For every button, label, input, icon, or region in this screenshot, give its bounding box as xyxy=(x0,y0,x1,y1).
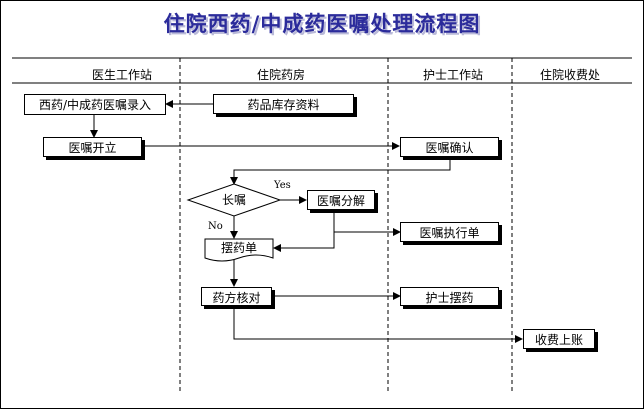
billing-box: 收费上账 xyxy=(523,329,595,349)
long-order-label: 长嘱 xyxy=(221,193,246,207)
title-shadow: 住院西药/中成药医嘱处理流程图 xyxy=(165,13,483,38)
order-confirm-box: 医嘱确认 xyxy=(400,137,499,157)
lane-billing-office: 住院收费处 xyxy=(539,68,600,82)
dispense-list-shape xyxy=(204,238,274,262)
yes-label: Yes xyxy=(274,180,291,191)
lane-nurse-station: 护士工作站 xyxy=(422,68,483,82)
arrow-split-to-dispense-list xyxy=(273,210,335,252)
order-split-box: 医嘱分解 xyxy=(307,190,375,210)
nurse-dispense-box: 护士摆药 xyxy=(400,287,499,306)
lane-doctor-station: 医生工作站 xyxy=(91,68,152,82)
arrow-check-to-billing xyxy=(233,306,523,343)
no-label: No xyxy=(208,221,223,232)
prescription-check-box: 药方核对 xyxy=(201,287,272,306)
order-issue-box: 医嘱开立 xyxy=(43,137,142,157)
order-entry-box: 西药/中成药医嘱录入 xyxy=(24,94,166,115)
exec-sheet-box: 医嘱执行单 xyxy=(400,222,499,242)
dispense-list-label: 摆药单 xyxy=(220,241,257,255)
arrow-confirm-to-long-order xyxy=(230,157,451,185)
decision-diamond-shape xyxy=(186,183,282,217)
inventory-box: 药品库存资料 xyxy=(213,94,354,114)
diagram-title: 住院西药/中成药医嘱处理流程图 xyxy=(163,11,481,36)
lane-inpatient-pharmacy: 住院药房 xyxy=(256,68,305,82)
